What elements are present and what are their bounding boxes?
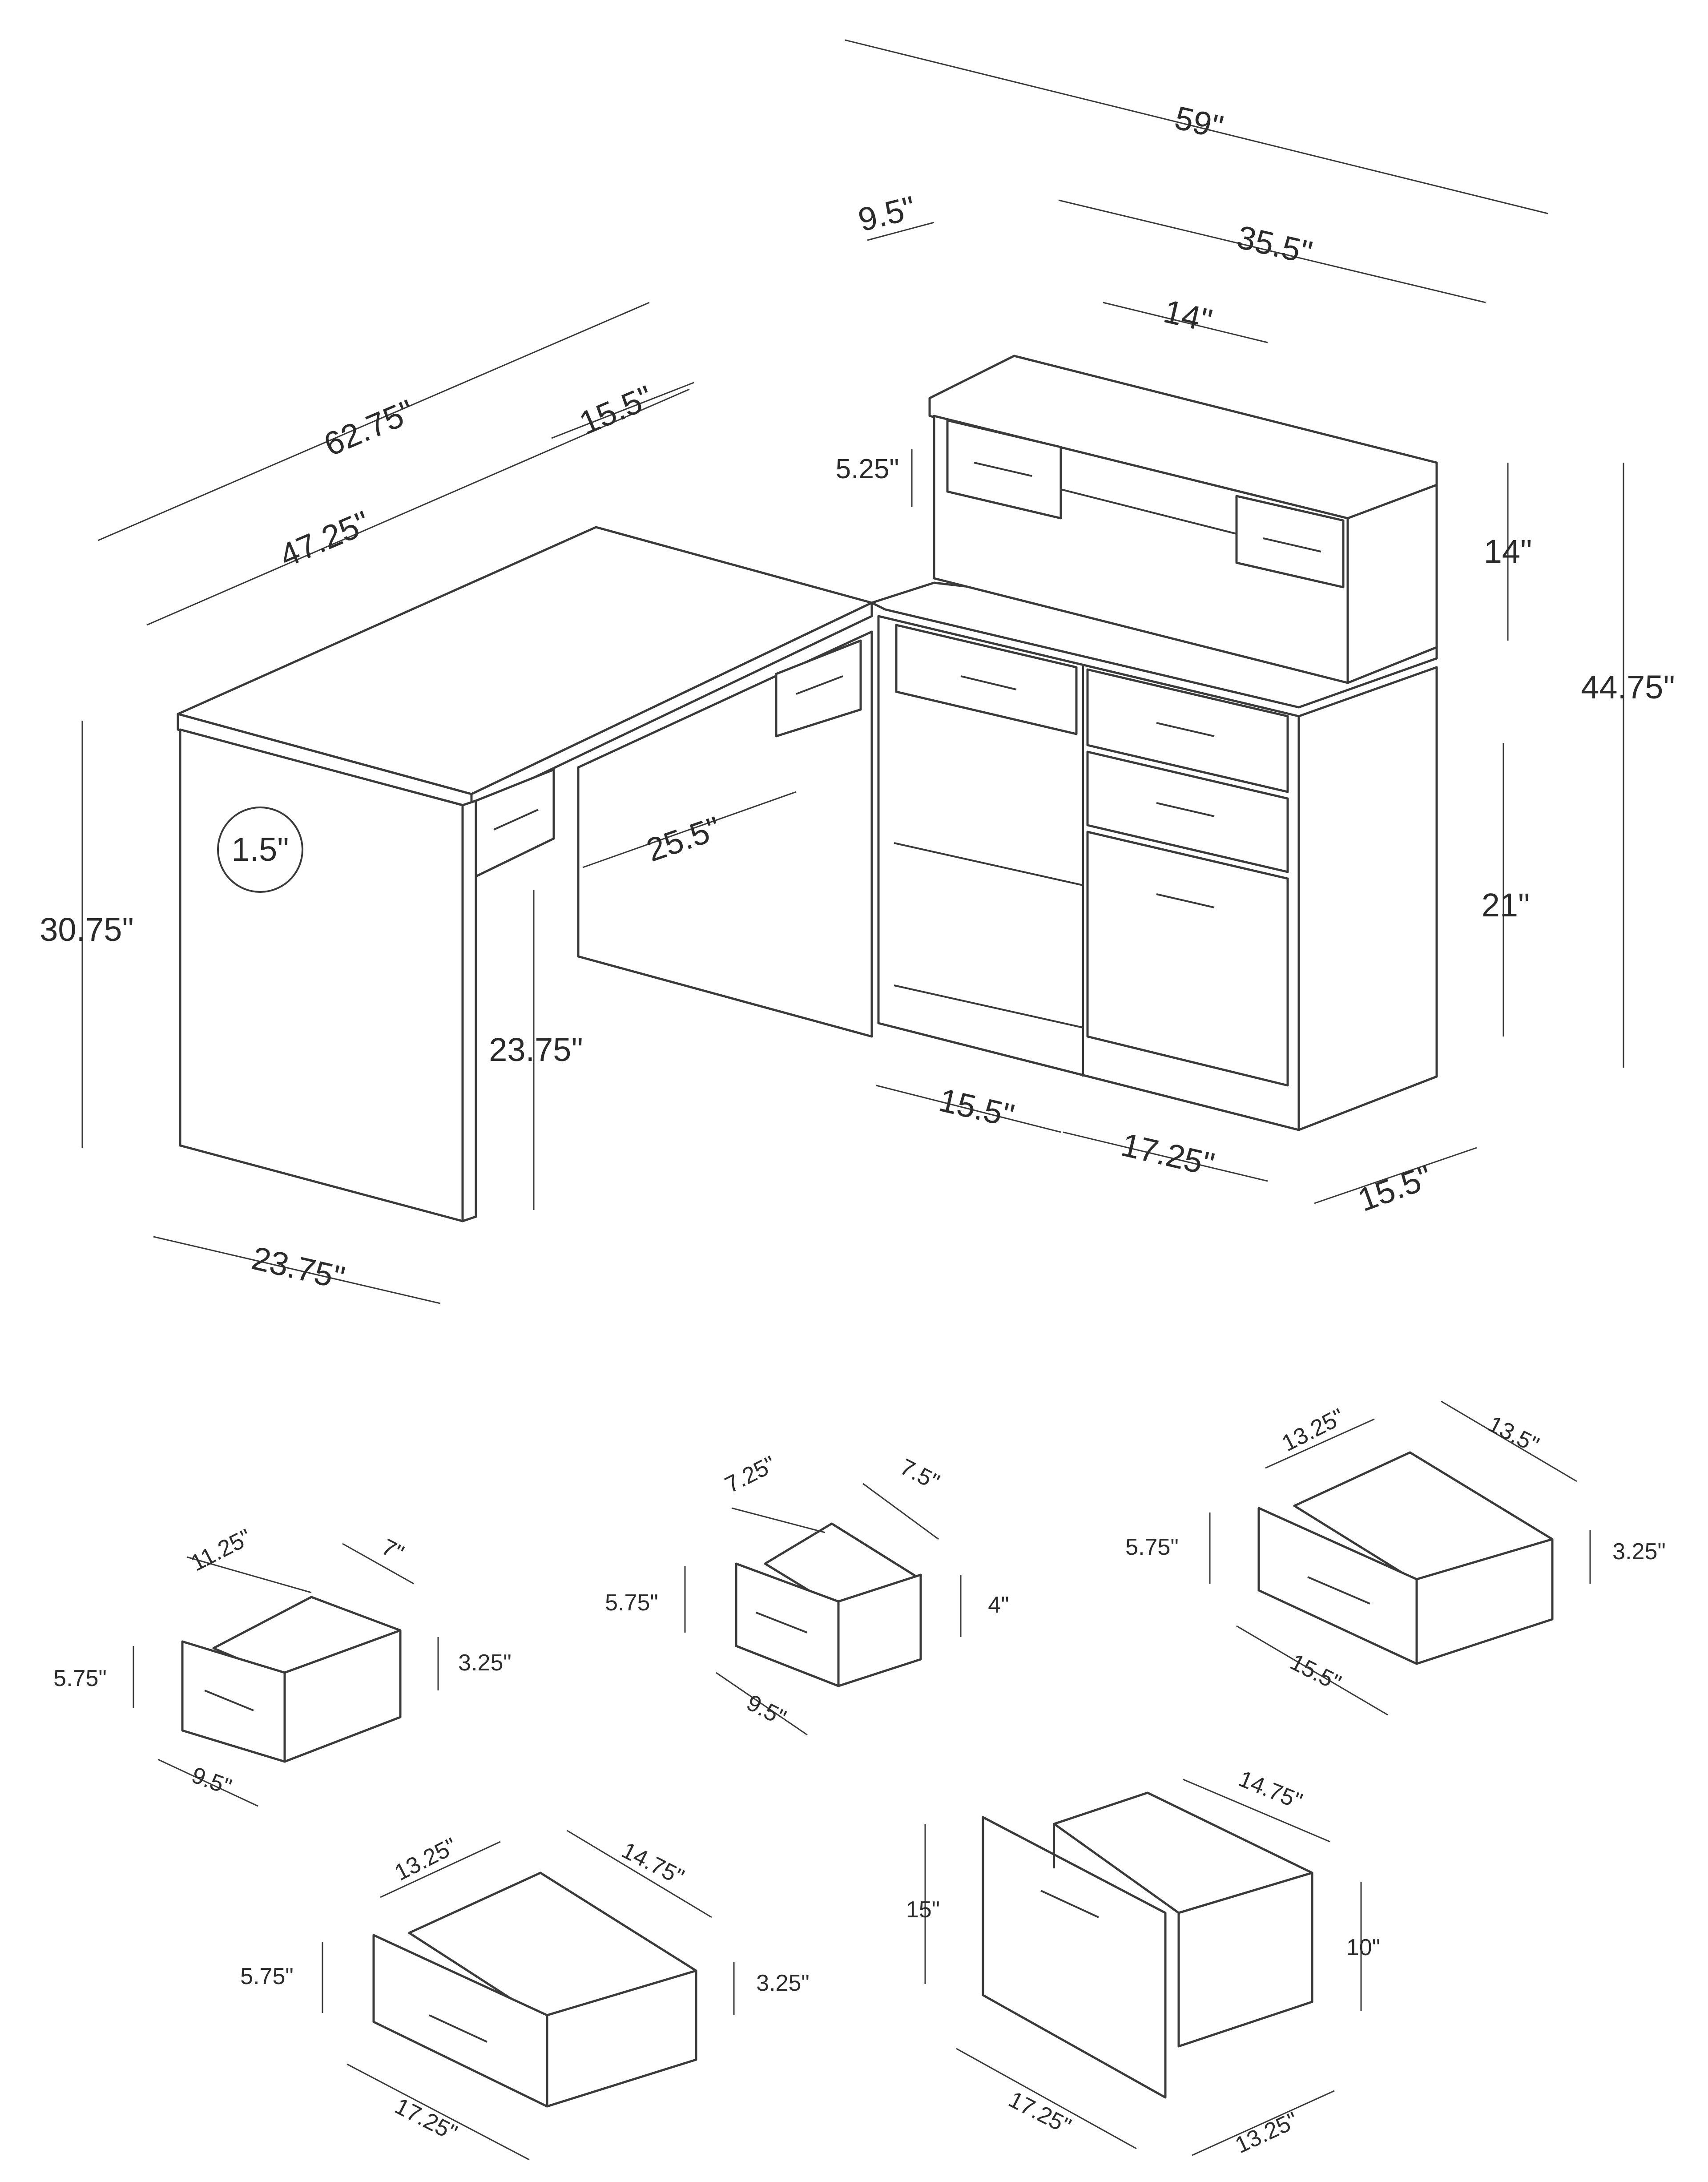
dim-cab-depth: 15.5" (1353, 1158, 1437, 1218)
d3-height: 5.75" (1125, 1534, 1179, 1560)
left-drawer (475, 768, 555, 878)
d4-width: 13.25" (391, 1833, 461, 1886)
dim-cab-right-w: 17.25" (1118, 1126, 1218, 1183)
d4-height: 5.75" (240, 1964, 294, 1989)
dim-knee-height: 23.75" (489, 1031, 583, 1068)
drawer-1: 11.25" 7" 5.75" 3.25" 9.5" (53, 1524, 512, 1807)
l-shaped-desk (177, 355, 1438, 1222)
d1-depth: 7" (377, 1534, 408, 1566)
d3-width: 13.25" (1278, 1404, 1349, 1456)
drawer-3: 13.25" 13.5" 5.75" 3.25" 15.5" (1125, 1400, 1666, 1716)
dim-return-depth: 15.5" (574, 378, 658, 442)
d1-inner: 3.25" (458, 1650, 512, 1676)
dim-overall-width: 59" (1171, 99, 1226, 146)
dim-hutch-open: 14" (1160, 293, 1215, 339)
dim-left-depth: 23.75" (248, 1239, 348, 1296)
d1-height: 5.75" (53, 1666, 107, 1691)
d3-inner: 3.25" (1612, 1539, 1666, 1565)
drawer-2: 7.25" 7.5" 5.75" 4" 9.5" (605, 1451, 1009, 1736)
d3-depth: 13.5" (1484, 1411, 1543, 1458)
dim-hutch-height: 14" (1484, 533, 1532, 570)
d3-front: 15.5" (1286, 1649, 1345, 1696)
drawer-5-file: 14.75" 15" 10" 17.25" 13.25" (906, 1766, 1380, 2159)
dim-cabinet-inner-h: 21" (1482, 887, 1530, 924)
d2-width: 7.25" (721, 1451, 780, 1498)
dim-long-side: 62.75" (318, 392, 419, 463)
d4-front: 17.25" (391, 2093, 461, 2146)
d4-inner: 3.25" (756, 1970, 810, 1996)
d5-height: 15" (906, 1897, 940, 1923)
d5-depth: 14.75" (1235, 1766, 1306, 1815)
d2-height: 5.75" (605, 1590, 658, 1616)
d1-width: 11.25" (187, 1524, 256, 1576)
cabinet-top (870, 581, 1438, 709)
d2-inner: 4" (988, 1592, 1009, 1618)
d1-front: 9.5" (188, 1762, 235, 1800)
d5-side: 13.25" (1231, 2107, 1302, 2158)
dim-hutch-depth: 9.5" (854, 189, 919, 238)
dim-hutch-width: 35.5" (1233, 218, 1316, 271)
d2-depth: 7.5" (896, 1454, 943, 1495)
modesty-panel (577, 630, 873, 1038)
left-side-panel (179, 728, 464, 1222)
dim-cab-left-w: 15.5" (935, 1081, 1018, 1134)
dim-inner-length: 47.25" (274, 504, 375, 574)
dim-top-thickness: 1.5" (231, 831, 289, 868)
desk-dimension-lines (81, 39, 1624, 1304)
drawer-4: 13.25" 14.75" 5.75" 3.25" 17.25" (240, 1830, 810, 2161)
dim-small-drawer-h: 5.25" (836, 454, 899, 484)
cabinet-side (1297, 666, 1438, 1131)
d5-inner: 10" (1346, 1935, 1380, 1960)
dim-total-height: 44.75" (1581, 669, 1675, 706)
dim-desk-height: 30.75" (40, 911, 133, 948)
